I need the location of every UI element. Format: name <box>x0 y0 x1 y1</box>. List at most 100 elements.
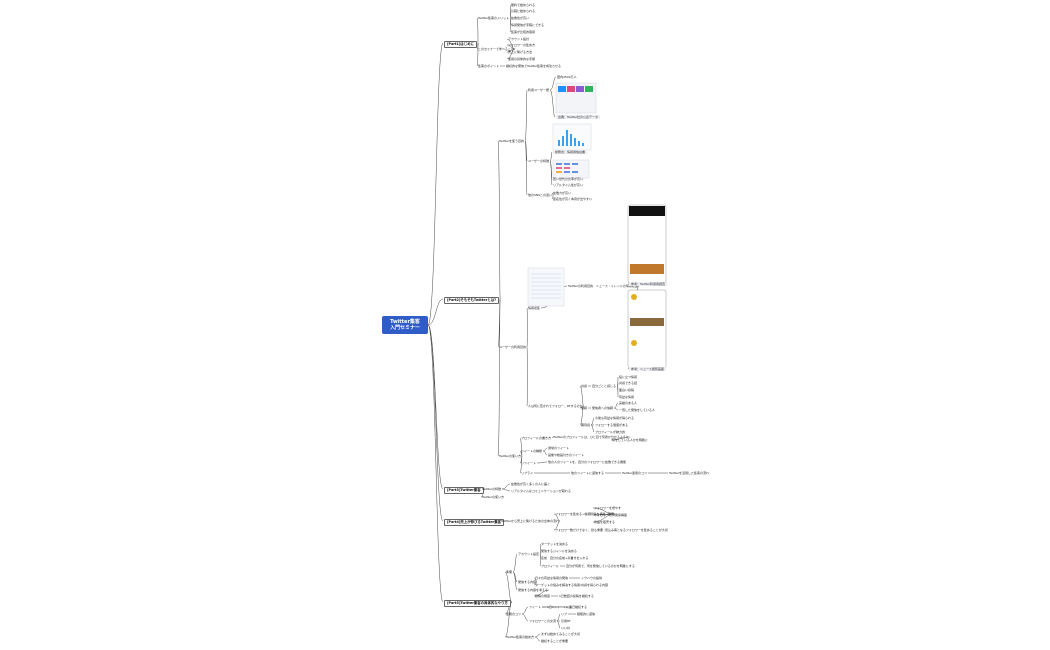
node-p4-flow[interactable]: Twitterから売上に繋げるための全体の流れ <box>501 519 560 523</box>
node-p2-purpose[interactable]: Twitterを使う目的 <box>499 139 525 143</box>
caption-white-paper[interactable]: 総務省：情報通信白書 <box>553 150 588 154</box>
node-p2-profile[interactable]: プロフィールの書き方 <box>521 436 551 440</box>
node-p5-start[interactable]: Twitter集客の始め方 <box>506 635 535 639</box>
node-p2-users-count[interactable]: 国内4500万人 <box>557 75 577 79</box>
node-p2-empathy-1d[interactable]: 有益な情報 <box>619 395 635 399</box>
node-p3-feature-1[interactable]: 拡散性が高く多くの人に届く <box>511 482 551 486</box>
node-p1-point-1[interactable]: 継続的な発信でTwitter集客を成功させる <box>506 64 562 68</box>
node-p2-users[interactable]: 利用ユーザー層 <box>528 88 549 92</box>
caption-phone-1[interactable]: 参考：Twitter利用者調査 <box>629 282 668 286</box>
node-p2-profile-1[interactable]: Twitterのプロフィールは、ひと目で何者か分かるように <box>553 435 629 439</box>
node-p2-trust-1a[interactable]: 実績のある人 <box>619 401 638 405</box>
node-p1-merit-5[interactable]: 集客が比較的容易 <box>511 30 536 34</box>
node-p5-content-b[interactable]: ターゲットの悩みを解決する情報 <box>535 583 581 587</box>
node-p2-diff[interactable]: 他のSNSとの違い <box>528 193 553 197</box>
node-p5-content-a1[interactable]: ノウハウの提供 <box>581 576 603 580</box>
node-p5-account-a[interactable]: ターゲットを決める <box>541 542 569 546</box>
root-node[interactable]: Twitter集客 入門セミナー <box>382 316 428 334</box>
node-p4-flow-1a[interactable]: フォロワーを増やす <box>594 506 622 510</box>
node-p2-tweet-2[interactable]: 画像や動画付きのツイート <box>548 453 585 457</box>
node-p1-learn[interactable]: このセミナーで学べること <box>478 47 514 51</box>
node-p5-reply-1[interactable]: 積極的に返信 <box>577 612 596 616</box>
node-p5-reply[interactable]: リプ <box>561 612 568 616</box>
node-p2-diff-1[interactable]: 拡散力が高い <box>553 191 572 195</box>
node-p5-freq[interactable]: 投稿の頻度 <box>535 594 551 598</box>
node-p2-usage[interactable]: Twitterの使い方 <box>499 454 522 458</box>
node-p5-tips[interactable]: 運用のコツ <box>506 612 522 616</box>
node-p5-content-b1[interactable]: 共感を得られる内容 <box>581 583 609 587</box>
node-p2-expect-1[interactable]: 今後も有益な情報が得られる <box>595 416 635 420</box>
node-p2-empathy-1a[interactable]: 役に立つ情報 <box>619 375 638 379</box>
node-p2-expect-2[interactable]: フォローする価値がある <box>595 423 629 427</box>
node-p1-merit-1[interactable]: 無料で始められる <box>511 3 536 7</box>
node-p2-rt[interactable]: リツイート <box>521 461 537 465</box>
node-p2-profile-2[interactable]: 何をしている人かを明確に <box>612 438 648 442</box>
node-p5-quote[interactable]: 引用RT <box>561 619 571 623</box>
node-p2-empathy-1c[interactable]: 面白い投稿 <box>619 388 635 392</box>
node-p2-rt-1[interactable]: 他の人のツイートを、自分のフォロワーに拡散できる機能 <box>548 460 626 464</box>
node-p3-feature-2[interactable]: リアルタイムなコミュニケーションが取れる <box>511 489 571 493</box>
node-p2-user-purpose[interactable]: ユーザーの利用目的 <box>499 345 526 349</box>
node-p2-diff-2[interactable]: 匿名性が高く本音が出やすい <box>553 197 593 201</box>
node-p2-reply[interactable]: リプライ <box>521 471 534 475</box>
node-p2-features[interactable]: ユーザーの特徴 <box>528 159 549 163</box>
node-p5-account-d1[interactable]: 自分が何者で、何を発信しているのかを明確にする <box>566 564 635 568</box>
node-p2-reply-2[interactable]: Twitter運用のコツ <box>622 471 648 475</box>
caption-users-source[interactable]: 出典：Twitter社の公表データ <box>556 115 601 119</box>
node-p2-empathy[interactable]: 共感 <box>581 384 588 388</box>
node-p3-feature[interactable]: Twitterの特徴 <box>482 487 502 491</box>
node-p2-expect[interactable]: 期待感 <box>581 423 591 427</box>
node-p2-tweet-1[interactable]: 通常のツイート <box>548 446 570 450</box>
node-p2-expect-3[interactable]: プロフィールが魅力的 <box>595 430 625 434</box>
node-p1-merits[interactable]: Twitter集客のメリット <box>478 16 510 20</box>
node-p1-point[interactable]: 集客のポイント <box>478 64 500 68</box>
node-p5-account-c[interactable]: 名前 自分の名前+肩書きを入れる <box>541 556 589 560</box>
node-p5-prep[interactable]: 準備 <box>506 570 513 574</box>
node-p2-info[interactable]: 情報収集 <box>528 306 541 310</box>
node-p5-account-b[interactable]: 発信するジャンルを決める <box>541 549 577 553</box>
section-part5[interactable]: [Part5]Twitter集客の具体的なやり方 <box>444 600 511 607</box>
node-p2-trust[interactable]: 信頼 <box>581 406 588 410</box>
node-p2-feature-2[interactable]: リアルタイム性が高い <box>553 183 583 187</box>
node-p2-empathy-1b[interactable]: 共感できる話 <box>619 381 637 385</box>
node-p4-flow-1b[interactable]: フォロワーとの関係構築 <box>594 513 627 517</box>
section-part1[interactable]: [Part1]はじめに <box>444 41 477 48</box>
node-p4-quality-1[interactable]: 見込み客となるフォロワーを集めることが大切 <box>605 528 668 532</box>
node-p1-merit-3[interactable]: 拡散性が高い <box>511 16 530 20</box>
node-p5-content-a[interactable]: 日々の有益な情報の発信 <box>535 576 569 580</box>
node-p2-feature-1[interactable]: 若い世代の比率が高い <box>553 177 584 181</box>
section-part3[interactable]: [Part3]Twitter集客 <box>444 487 484 494</box>
node-p5-tweet[interactable]: ツイート <box>529 605 542 609</box>
node-p2-tweet[interactable]: ツイートの種類 <box>521 449 543 453</box>
node-p5-start-1[interactable]: まずは始めてみることが大切 <box>541 632 581 636</box>
node-p1-learn-1[interactable]: アカウント設計 <box>508 37 530 41</box>
node-p5-tweet-1[interactable]: 1日3ツイート以上 <box>547 605 572 609</box>
node-p3-usage[interactable]: Twitterの使い方 <box>482 495 505 499</box>
node-p2-trust-1b[interactable]: 一貫した発信をしている人 <box>619 408 655 412</box>
section-part4[interactable]: [Part4]売上が伸びるTwitter集客 <box>444 519 505 526</box>
node-p4-flow-1c[interactable]: 商品を販売する <box>594 520 616 524</box>
node-p2-trust-1[interactable]: 発信者への信頼 <box>592 406 614 410</box>
node-p1-learn-4[interactable]: 運用の具体的な手順 <box>508 57 536 61</box>
node-p5-like[interactable]: いいね <box>561 626 571 630</box>
node-p4-quality[interactable]: フォロワー数だけでなく、質も重要 <box>555 528 604 532</box>
node-p5-freq-1[interactable]: 1日数回の投稿を継続する <box>559 594 594 598</box>
node-p1-merit-2[interactable]: 気軽に始められる <box>511 9 536 13</box>
node-p5-content[interactable]: 発信する内容 <box>518 580 537 584</box>
node-p2-reply-1[interactable]: 他のツイートに返信する <box>571 471 605 475</box>
node-p2-empathy-1[interactable]: 自分ごとと感じる <box>592 384 617 388</box>
node-p5-account-d[interactable]: プロフィール <box>541 564 559 568</box>
node-p5-start-2[interactable]: 継続することが重要 <box>541 639 569 643</box>
node-p1-learn-2[interactable]: フォロワーの集め方 <box>508 43 536 47</box>
node-p5-think[interactable]: 発信する内容を考える <box>518 588 548 592</box>
node-p5-interact[interactable]: フォロワーとの交流 <box>529 619 556 623</box>
node-p2-attract[interactable]: 人は何に惹かれてフォロー、RTするのか <box>528 404 583 408</box>
section-part2[interactable]: [Part2]そもそもTwitterとは? <box>444 297 500 304</box>
node-p2-info-detail[interactable]: Twitterの利用目的 ニュース・トレンドの情報収集 <box>568 284 638 288</box>
node-p5-account[interactable]: アカウント設定 <box>518 552 540 556</box>
node-p4-flow-1[interactable]: フォロワーを集める→信頼関係を構築→販売 <box>555 512 615 516</box>
node-p2-reply-3[interactable]: Twitterを活用した集客の流れ <box>669 471 710 475</box>
node-p1-merit-4[interactable]: 情報発信が手軽にできる <box>511 23 544 27</box>
node-p5-tweet-2[interactable]: 毎日継続する <box>569 605 588 609</box>
node-p1-learn-3[interactable]: 売上に繋げる方法 <box>508 50 533 54</box>
